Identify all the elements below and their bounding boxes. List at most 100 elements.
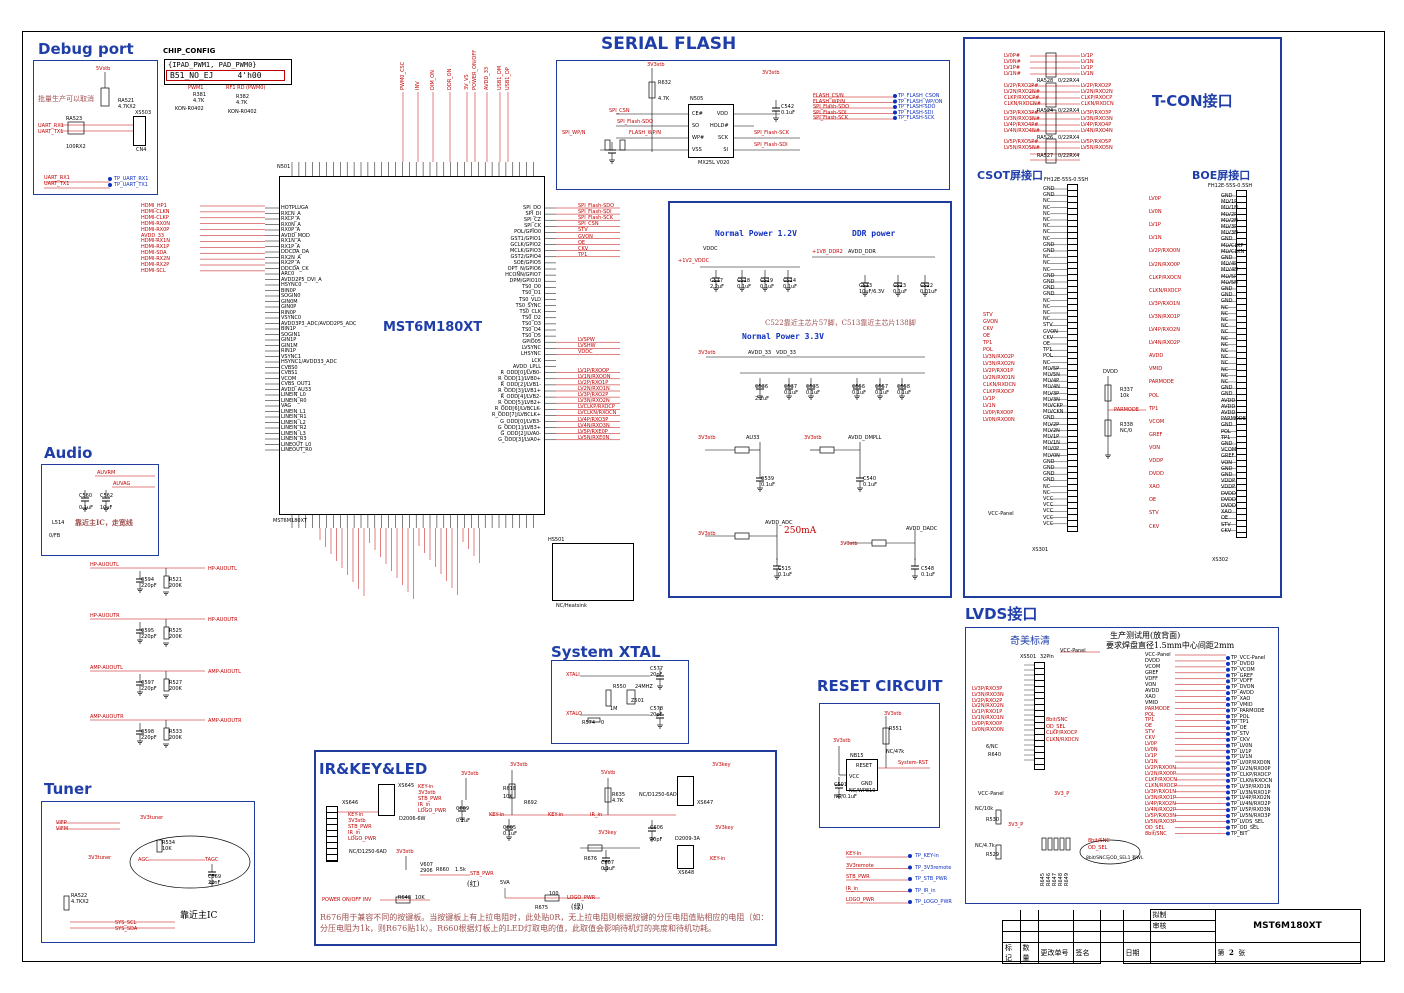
- boe-pin-label: MLV5P: [1221, 273, 1238, 280]
- ir-xs646-net: IR_in: [348, 830, 361, 836]
- boe-conn: FH12E-55S-0.5SH: [1208, 183, 1253, 189]
- csot-net: LV1N: [983, 403, 996, 409]
- main-ic-left-pin-label: VSYNC1: [281, 353, 302, 360]
- title-block-draw: 拟制: [1149, 909, 1216, 921]
- resistor-array-symbol: [63, 895, 70, 911]
- lvds-tp-label: TP_CKV: [1231, 736, 1250, 743]
- lvds-tp-net: LV1P: [1145, 753, 1157, 760]
- csot-net: STV: [983, 312, 993, 318]
- lvds-pin-net: CLKP/RXOCP: [1046, 730, 1078, 736]
- tcon-r338: R338: [1120, 422, 1134, 428]
- boe-pin-label: GND: [1221, 193, 1233, 199]
- boe-pin-label: MLVCLKN: [1221, 248, 1245, 255]
- testpoint-symbol: [1226, 784, 1230, 789]
- boe-net: LV4N/RXO2P: [1149, 340, 1180, 347]
- csot-pin-label: NC: [1043, 303, 1051, 310]
- resistor-symbol: [1065, 837, 1071, 851]
- boe-pin-label: GND: [1221, 292, 1233, 299]
- main-ic-right-net: LV5N/RXE0N: [578, 434, 610, 441]
- lvds-tp-label: TP_LV5P/RXO3N: [1231, 807, 1271, 814]
- csot-net: POL: [983, 347, 993, 353]
- main-ic-left-pin-label: LINEIN_L2: [281, 419, 306, 426]
- boe-pin-label: GND: [1221, 391, 1233, 398]
- lvds-tp-net: LV1N: [1145, 759, 1158, 766]
- lvds-r530-value: NC/10k: [975, 806, 994, 812]
- csot-net: CKV: [983, 326, 994, 332]
- lvds-tp-label: TP_AVDD: [1231, 690, 1254, 697]
- ir-connector-net: KEY-in: [418, 784, 434, 790]
- ir-c609: C609: [456, 806, 470, 812]
- tcon-top-net-left: LV3P/RXO3P#: [1004, 110, 1039, 116]
- ir-stb-pwr: STB_PWR: [470, 871, 494, 877]
- main-ic-top-net: USB1_DM: [497, 65, 503, 90]
- lvds-tp-net: LV0N: [1145, 747, 1158, 754]
- main-ic-left-net: HDMI-RX1P: [141, 244, 170, 251]
- main-ic-left-pin-label: LINEIN_R0: [281, 397, 307, 404]
- csot-pin-label: GND: [1043, 272, 1055, 279]
- power-12v-cap-value: 0.1uF: [737, 284, 751, 290]
- resistor-symbol: [587, 844, 603, 852]
- boe-pin-label: MLV5N: [1221, 279, 1238, 286]
- tuner-vifm: VIFM: [56, 826, 69, 832]
- boe-pin-label: GND: [1221, 236, 1233, 243]
- boe-pin-label: VDDP: [1221, 484, 1236, 491]
- ir-xs646: XS646: [342, 800, 359, 806]
- main-ic-left-pin-label: VAG: [281, 403, 292, 409]
- csot-net: GVON: [983, 319, 998, 325]
- reset-r551: R551: [889, 726, 903, 732]
- csot-pin-label: VCC: [1043, 508, 1054, 515]
- lvds-tp-net: VCOM: [1145, 663, 1161, 670]
- lvds-tp-net: 8bit/SNC: [1145, 830, 1167, 837]
- ir-r660-value: 1.5k: [455, 867, 466, 873]
- power-box: [668, 201, 952, 598]
- power-12v-cap: C514: [783, 278, 797, 284]
- ir-tp-net: 3V3remote: [846, 862, 874, 869]
- boe-net: OE: [1149, 497, 1157, 504]
- serial-flash-box: [556, 60, 950, 190]
- audio-auvag: AUVAG: [113, 481, 131, 487]
- main-ic-right-net: CKV: [578, 245, 589, 252]
- tcon-dvdd: DVDD: [1103, 369, 1118, 375]
- csot-net: TP1: [983, 340, 993, 346]
- lvds-tp-net: LV4N/RXO2P: [1145, 806, 1176, 813]
- main-ic-left-pin-label: BIN0P: [281, 287, 296, 294]
- csot-pin-label: VCC: [1043, 514, 1054, 521]
- power-12v-cap-value: 0.1uF: [783, 284, 797, 290]
- title-block-page: 第 2 张: [1214, 942, 1361, 964]
- boe-pin-label: NC: [1221, 310, 1229, 317]
- csot-pin-label: GND: [1043, 186, 1055, 192]
- power-c539-value: 0.1uF: [761, 482, 775, 488]
- main-ic-left-pin-label: VCOM: [281, 375, 297, 382]
- main-ic-right-pin-label: LHSYNC: [520, 351, 541, 358]
- tcon-top-net-right: LV4N/RXO4N: [1081, 128, 1113, 134]
- main-ic-left-net: HDMI-RX0N: [141, 220, 171, 227]
- main-ic-left-pin-label: RX2P_A: [281, 260, 301, 266]
- ir-tp-label: TP_STB_PWR: [915, 876, 948, 882]
- testpoint-symbol: [1226, 743, 1230, 748]
- testpoint-symbol: [893, 94, 897, 98]
- testpoint-symbol: [1226, 825, 1230, 830]
- main-ic-left-pin-label: GIN0M: [281, 298, 298, 305]
- main-ic-left-pin-label: LINEIN_L3: [281, 430, 306, 437]
- main-ic-right-pin-label: SPI_DO: [523, 205, 541, 211]
- resistor-symbol: [163, 678, 170, 692]
- lvds-pin-net: LV1P/RXO1P: [972, 709, 1003, 716]
- testpoint-symbol: [908, 854, 912, 858]
- tuner-title: Tuner: [44, 780, 92, 798]
- csot-pin-label: MLV5P: [1043, 365, 1060, 372]
- chip-config-highlight: B51_NO_EJ 4'h00: [166, 70, 285, 81]
- power-33v-cap-value: 0.1uF: [897, 390, 911, 396]
- ir-d2006: D2006-6W: [399, 816, 426, 822]
- flash-chip: [688, 104, 734, 158]
- chip-config-line1: {IPAD_PWM1, PAD_PWM0}: [168, 61, 257, 69]
- lvds-title: LVDS接口: [965, 605, 1038, 623]
- boe-pin-label: VDDP: [1221, 478, 1236, 485]
- lvds-resistor: R649: [1064, 872, 1070, 886]
- ir-key-sar: KEY-in: [548, 812, 564, 818]
- ir-connector-net: STB_PWR: [418, 796, 442, 802]
- chip-config-r382-value: 4.7K: [236, 100, 248, 106]
- testpoint-symbol: [1226, 819, 1230, 824]
- heatsink-body: [552, 543, 634, 601]
- reset-r551-value: NC/47k: [886, 749, 905, 755]
- boe-net: LV2P/RXO0N: [1149, 248, 1180, 255]
